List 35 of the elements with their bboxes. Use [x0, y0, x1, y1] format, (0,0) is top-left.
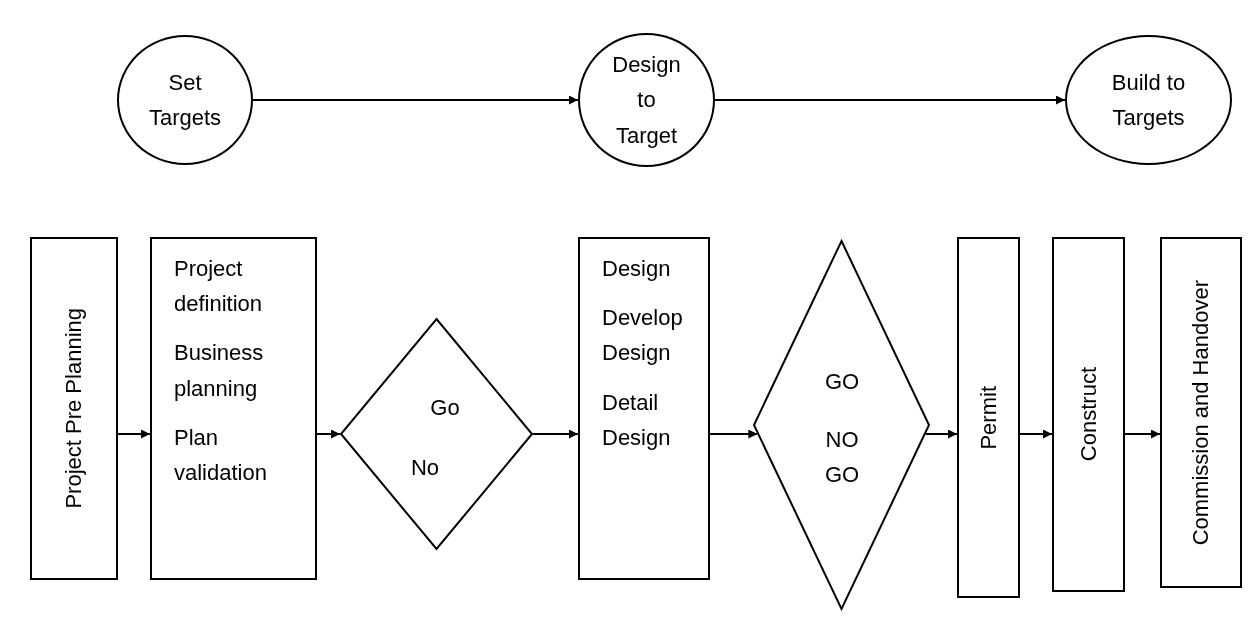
- process-box: [150, 237, 317, 580]
- process-box: [578, 237, 710, 580]
- node-label: Plan validation: [174, 423, 268, 487]
- process-ellipse: [1065, 35, 1232, 165]
- node-label: GO: [823, 368, 861, 396]
- node-label: No: [409, 454, 441, 482]
- process-box: [30, 237, 118, 580]
- node-label: Design to Target: [611, 51, 682, 150]
- arrow: [709, 429, 759, 439]
- node-label: Design: [602, 255, 672, 283]
- node-label: Detail Design: [602, 388, 672, 452]
- process-ellipse: [117, 35, 253, 165]
- process-ellipse: [578, 33, 715, 167]
- arrow: [714, 95, 1066, 105]
- process-box: [1160, 237, 1242, 588]
- arrow: [532, 429, 579, 439]
- arrow: [252, 95, 579, 105]
- node-label: Project Pre Planning: [60, 308, 88, 509]
- node-label: Set Targets: [148, 68, 222, 132]
- node-label: Commission and Handover: [1187, 279, 1215, 546]
- process-box: [1052, 237, 1125, 592]
- arrow: [316, 429, 341, 439]
- arrow: [1019, 429, 1053, 439]
- node-label: Develop Design: [602, 304, 684, 368]
- node-label: Project definition: [174, 255, 264, 319]
- node-label: Business planning: [174, 339, 265, 403]
- arrow: [1124, 429, 1161, 439]
- arrow: [924, 429, 958, 439]
- arrow: [117, 429, 151, 439]
- node-label: Go: [429, 394, 461, 422]
- node-label: NO GO: [823, 426, 861, 490]
- process-box: [957, 237, 1020, 598]
- node-label: Construct: [1074, 367, 1102, 462]
- node-label: Build to Targets: [1110, 68, 1187, 132]
- node-label: Permit: [974, 385, 1002, 450]
